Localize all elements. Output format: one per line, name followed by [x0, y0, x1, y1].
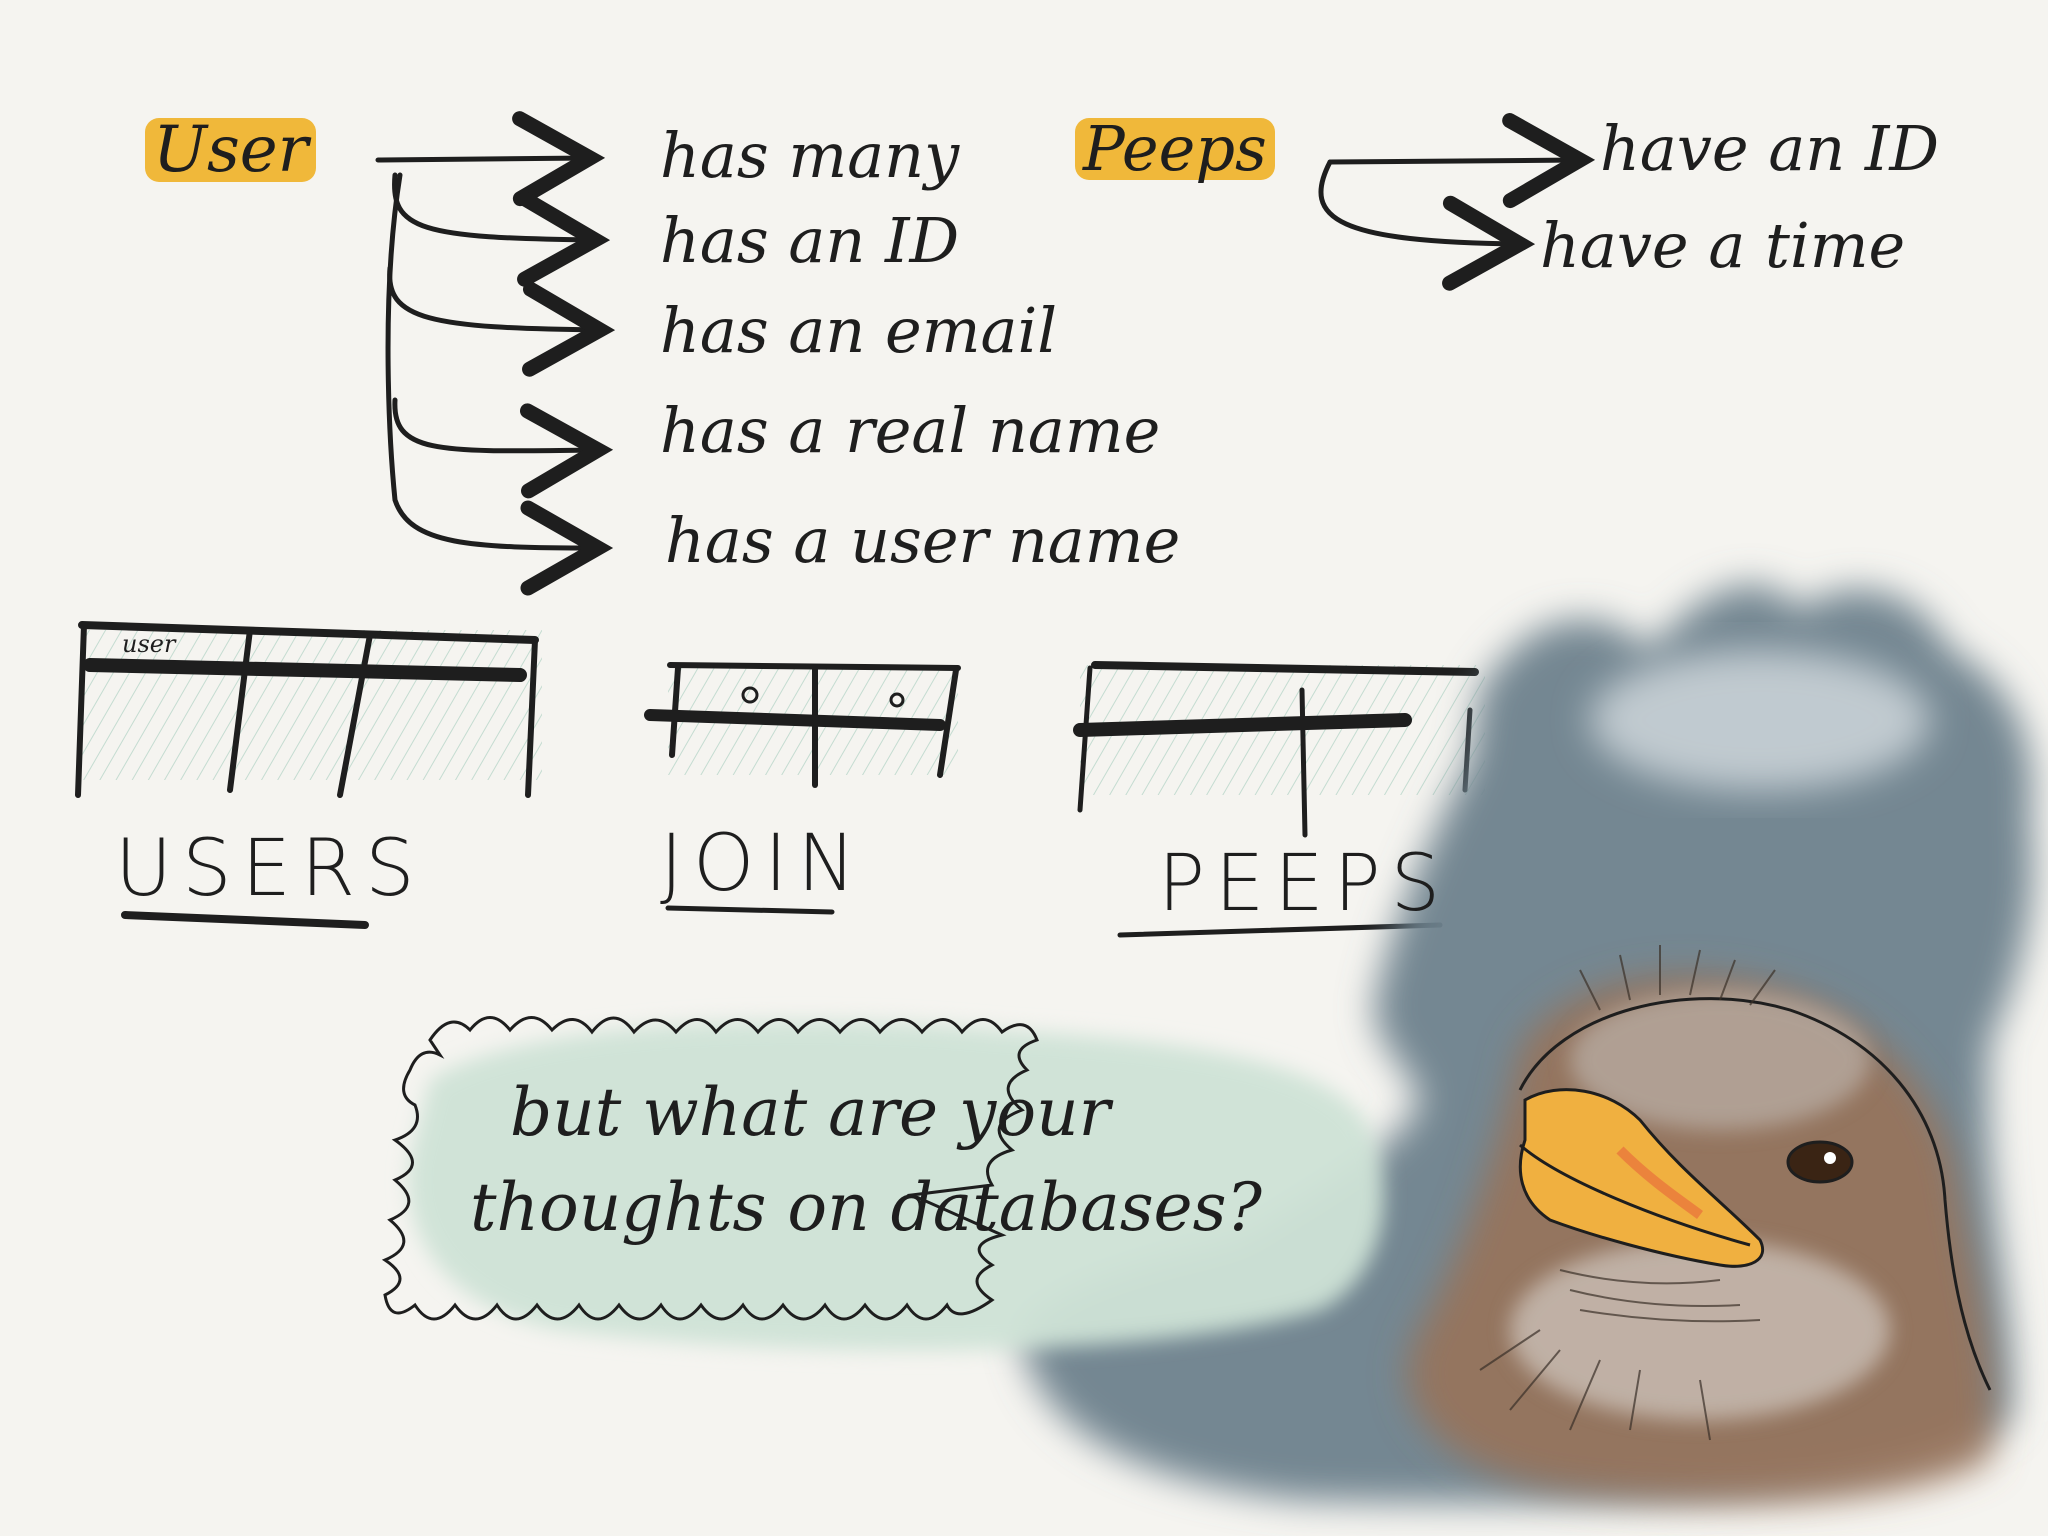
- arrow-has-real-name: [392, 397, 614, 499]
- arrow-peeps-time: [1318, 159, 1536, 291]
- users-table: [75, 621, 542, 798]
- cloud-highlight: [1590, 650, 1930, 790]
- arrow-has-id: [392, 172, 611, 287]
- users-table-header-cell: user: [122, 630, 176, 658]
- relation-has-many: has many: [660, 119, 960, 192]
- bubble-wavy-outline: [381, 1016, 1039, 1321]
- relation-has-id: has an ID: [660, 204, 960, 277]
- speech-line-1: but what are your: [510, 1074, 1111, 1151]
- speech-bubble: [381, 1016, 1384, 1351]
- arrow-has-many: [375, 111, 606, 207]
- arrow-has-email: [387, 265, 616, 377]
- bird-eye: [1786, 1140, 1854, 1184]
- relation-has-real-name: has a real name: [660, 394, 1161, 467]
- join-table-title: JOIN: [660, 819, 866, 909]
- table-title-underlines: [121, 905, 1443, 938]
- relation-has-email: has an email: [660, 294, 1058, 367]
- bird-illustration: [1407, 945, 1993, 1503]
- user-relations-connectors: [375, 111, 1596, 596]
- peeps-table: [1073, 661, 1485, 838]
- speech-line-2: thoughts on databases?: [470, 1169, 1262, 1246]
- entity-peeps-label: Peeps: [1075, 118, 1275, 180]
- peeps-attribute-time: have a time: [1540, 209, 1906, 282]
- bird-beak: [1518, 1088, 1764, 1268]
- arrow-peeps-id: [1327, 113, 1596, 209]
- join-table: [644, 662, 961, 788]
- entity-user-label: User: [145, 118, 317, 182]
- users-table-title: USERS: [115, 824, 425, 914]
- arrow-has-user-name: [385, 172, 614, 596]
- peeps-table-title: PEEPS: [1158, 839, 1451, 929]
- relation-has-user-name: has a user name: [665, 504, 1181, 577]
- peeps-attribute-id: have an ID: [1600, 112, 1940, 185]
